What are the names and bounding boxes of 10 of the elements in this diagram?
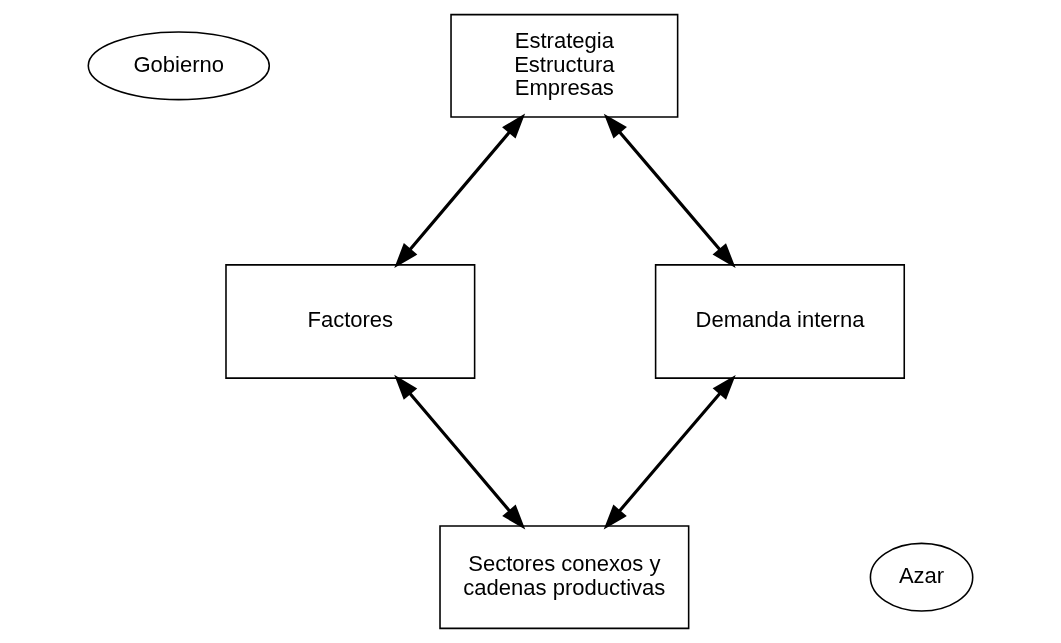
arrow: [603, 374, 736, 530]
node-box: Sectores conexos y cadenas productivas: [439, 525, 690, 630]
arrow: [394, 113, 526, 269]
node-box: Estrategia Estructura Empresas: [450, 13, 679, 118]
node-box: Factores: [225, 264, 476, 379]
arrow: [394, 374, 526, 530]
node-box: Demanda interna: [654, 264, 906, 379]
node-ellipse: Gobierno: [87, 31, 271, 101]
arrow: [603, 113, 736, 269]
node-ellipse: Azar: [869, 542, 974, 612]
